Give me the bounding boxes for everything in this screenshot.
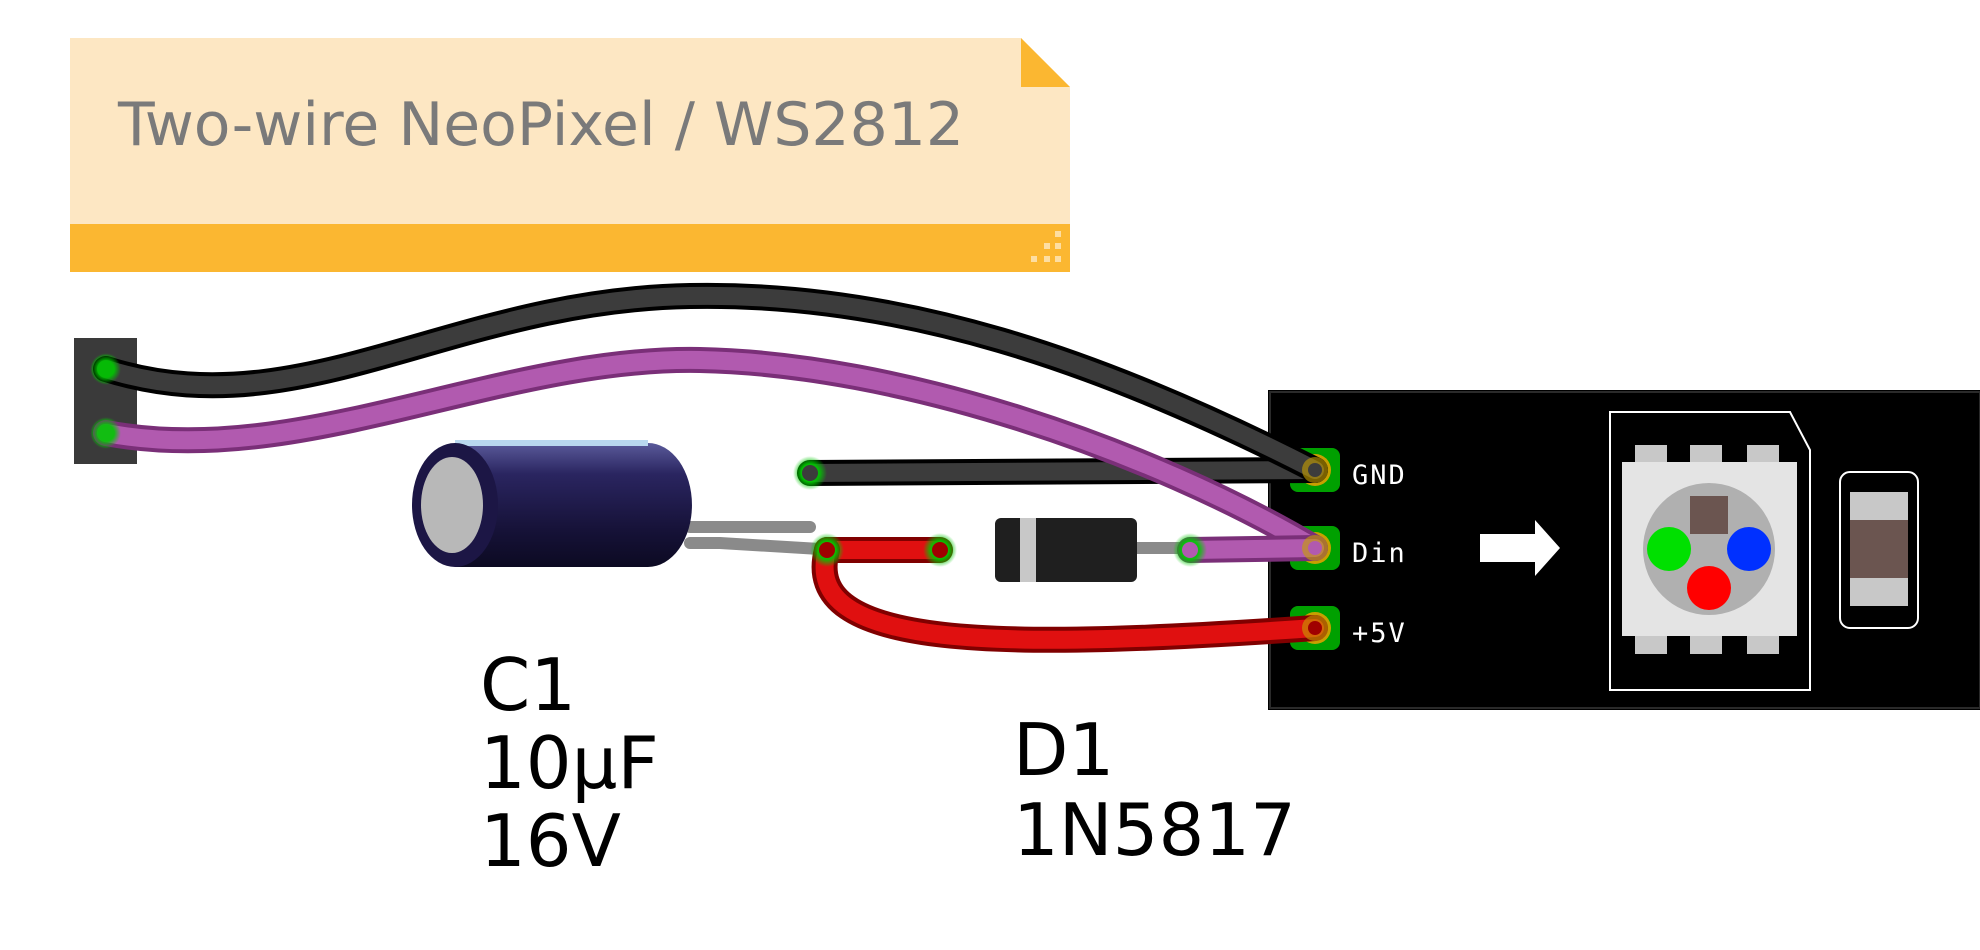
c1-value-label: 10µF <box>480 721 659 805</box>
note-bar <box>70 224 1070 272</box>
led-red <box>1687 566 1731 610</box>
led-green <box>1647 527 1691 571</box>
pin-label-gnd: GND <box>1352 460 1407 491</box>
led-blue <box>1727 527 1771 571</box>
d1-ref-label: D1 <box>1013 708 1114 792</box>
capacitor-c1[interactable] <box>412 440 826 567</box>
diode-d1[interactable] <box>995 518 1137 582</box>
note-fold-corner <box>1021 38 1070 87</box>
wire-din[interactable] <box>93 346 1328 561</box>
note-title: Two-wire NeoPixel / WS2812 <box>117 90 964 160</box>
d1-value-label: 1N5817 <box>1013 788 1296 872</box>
wire-din-diode[interactable] <box>1177 535 1328 563</box>
c1-voltage-label: 16V <box>480 799 621 883</box>
ws2812-led[interactable] <box>1622 445 1797 654</box>
d1-cathode-band <box>1020 518 1036 582</box>
c1-top <box>421 457 483 553</box>
led-die <box>1690 496 1728 534</box>
wire-gnd-header[interactable] <box>93 282 1328 483</box>
note[interactable]: Two-wire NeoPixel / WS2812 <box>70 38 1070 272</box>
led-strip[interactable]: GND Din +5V <box>1268 390 1980 710</box>
wire-endpoints <box>91 354 1328 641</box>
pin-label-5v: +5V <box>1352 618 1407 649</box>
pin-label-din: Din <box>1352 538 1407 569</box>
c1-ref-label: C1 <box>480 643 576 727</box>
wire-gnd-capacitor[interactable] <box>797 457 1328 486</box>
c1-lead-2 <box>684 537 826 555</box>
d1-body <box>995 518 1137 582</box>
data-direction-arrow-icon <box>1480 520 1560 576</box>
c1-body <box>455 443 692 567</box>
smd-resistor[interactable] <box>1839 471 1919 629</box>
led-outline <box>1609 411 1811 691</box>
note-body <box>70 38 1070 224</box>
wire-5v[interactable] <box>811 537 1328 653</box>
note-resize-grip-icon[interactable] <box>1031 231 1061 262</box>
